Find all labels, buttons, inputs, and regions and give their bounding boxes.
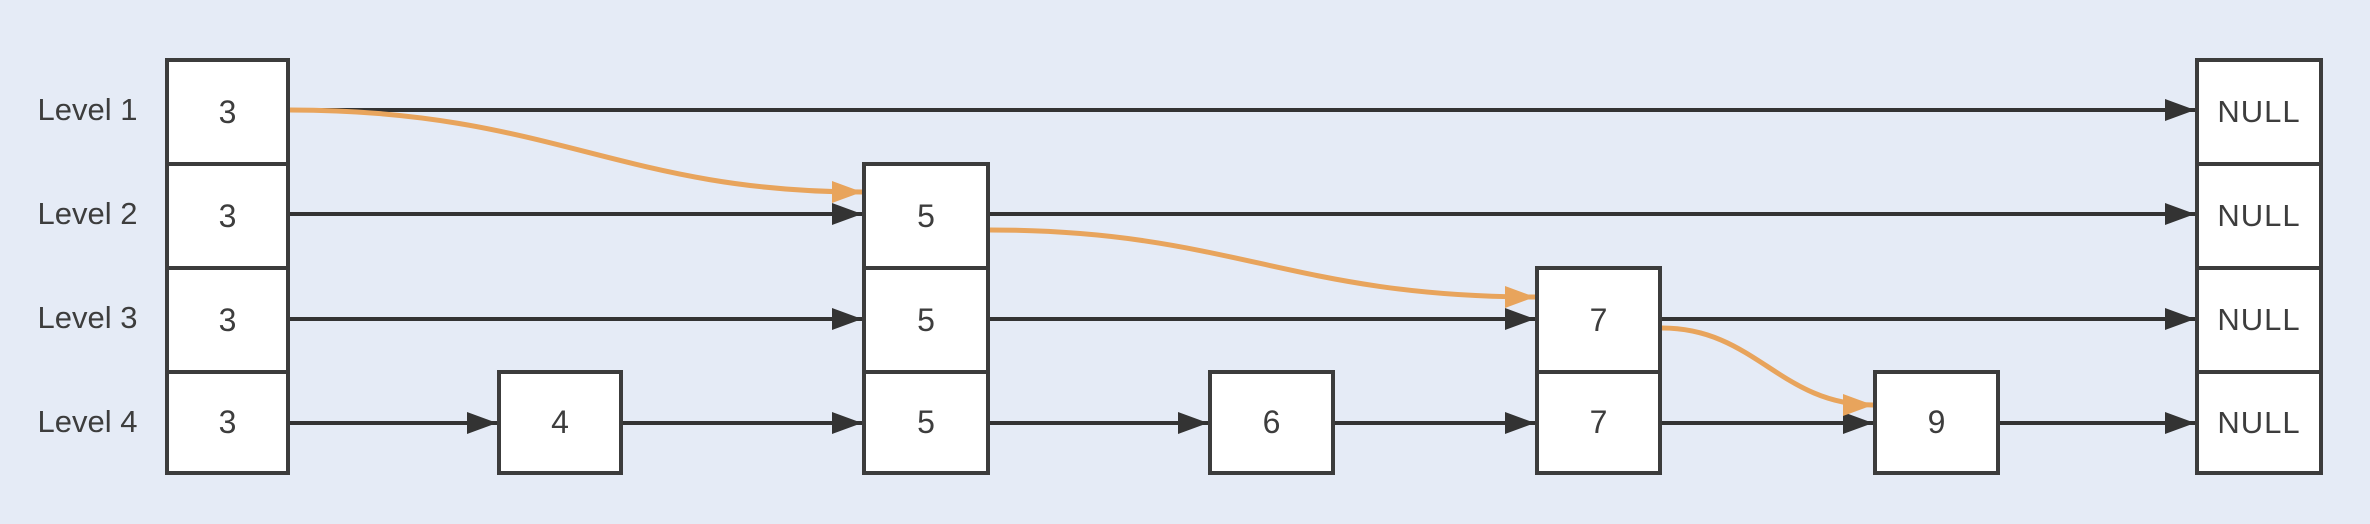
- node-9-level4: 9: [1873, 370, 2000, 475]
- node-7-level4: 7: [1535, 370, 1662, 475]
- node-5-level4: 5: [862, 370, 990, 475]
- level-3-label: Level 3: [37, 300, 138, 335]
- null-terminator-level3: NULL: [2195, 266, 2323, 374]
- search-path-arrow-l3-to-l4: [1661, 325, 1874, 416]
- search-path-arrow-l1-to-l2: [289, 107, 863, 203]
- null-terminator-level2: NULL: [2195, 162, 2323, 270]
- level-1-label: Level 1: [37, 92, 138, 127]
- level-2-label: Level 2: [37, 196, 138, 231]
- node-3-level2: 3: [165, 162, 290, 270]
- null-terminator-level1: NULL: [2195, 58, 2323, 166]
- node-4-level4: 4: [497, 370, 623, 475]
- node-3-level4: 3: [165, 370, 290, 475]
- search-path-arrow-l2-to-l3: [989, 227, 1536, 308]
- node-7-level3: 7: [1535, 266, 1662, 374]
- node-5-level3: 5: [862, 266, 990, 374]
- null-terminator-level4: NULL: [2195, 370, 2323, 475]
- node-3-level3: 3: [165, 266, 290, 374]
- node-3-level1: 3: [165, 58, 290, 166]
- node-5-level2: 5: [862, 162, 990, 270]
- node-6-level4: 6: [1208, 370, 1335, 475]
- level-4-label: Level 4: [37, 404, 138, 439]
